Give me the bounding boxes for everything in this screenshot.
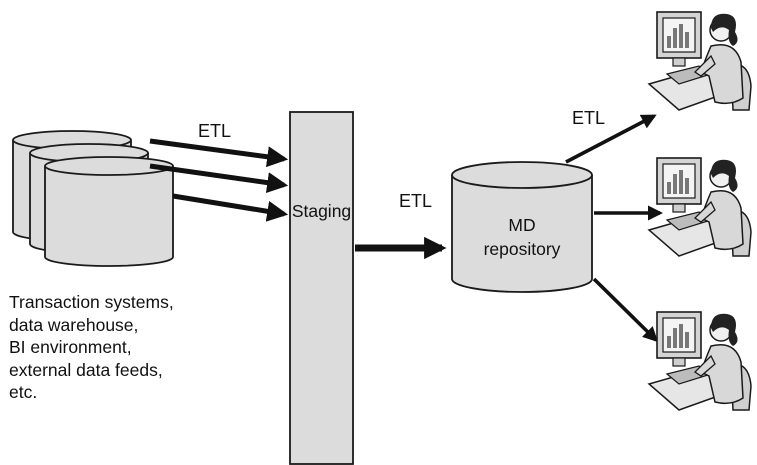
- etl-label-sources: ETL: [198, 121, 231, 141]
- repository-label-line1: MD: [508, 215, 535, 235]
- user-at-computer-icon: [648, 311, 752, 411]
- sources-caption-line: BI environment,: [9, 337, 132, 357]
- arrow-source-2: [149, 163, 289, 194]
- etl-label-users: ETL: [572, 108, 605, 128]
- sources-caption: Transaction systems, data warehouse, BI …: [9, 291, 249, 404]
- database-icon: [451, 175, 593, 293]
- md-repository: MD repository: [451, 161, 593, 293]
- source-to-staging-arrows: [149, 138, 289, 222]
- sources-caption-line: etc.: [9, 382, 38, 402]
- etl-label-staging: ETL: [399, 191, 432, 211]
- source-database-stack: [12, 130, 174, 267]
- repository-label-line2: repository: [484, 239, 561, 259]
- sources-caption-line: external data feeds,: [9, 359, 163, 380]
- user-at-computer-icon: [648, 157, 752, 257]
- database-icon: [44, 156, 174, 267]
- sources-caption-line: Transaction systems,: [9, 292, 174, 312]
- arrow-to-user-3: [592, 277, 659, 343]
- arrow-source-1: [149, 138, 289, 168]
- repository-to-users-arrows: [565, 114, 664, 343]
- staging-area: [289, 111, 354, 465]
- sources-caption-line: data warehouse,: [9, 314, 139, 335]
- arrow-source-3: [172, 193, 289, 222]
- staging-label: Staging: [292, 201, 351, 221]
- arrow-to-user-1: [565, 114, 657, 164]
- user-at-computer-icon: [648, 11, 752, 111]
